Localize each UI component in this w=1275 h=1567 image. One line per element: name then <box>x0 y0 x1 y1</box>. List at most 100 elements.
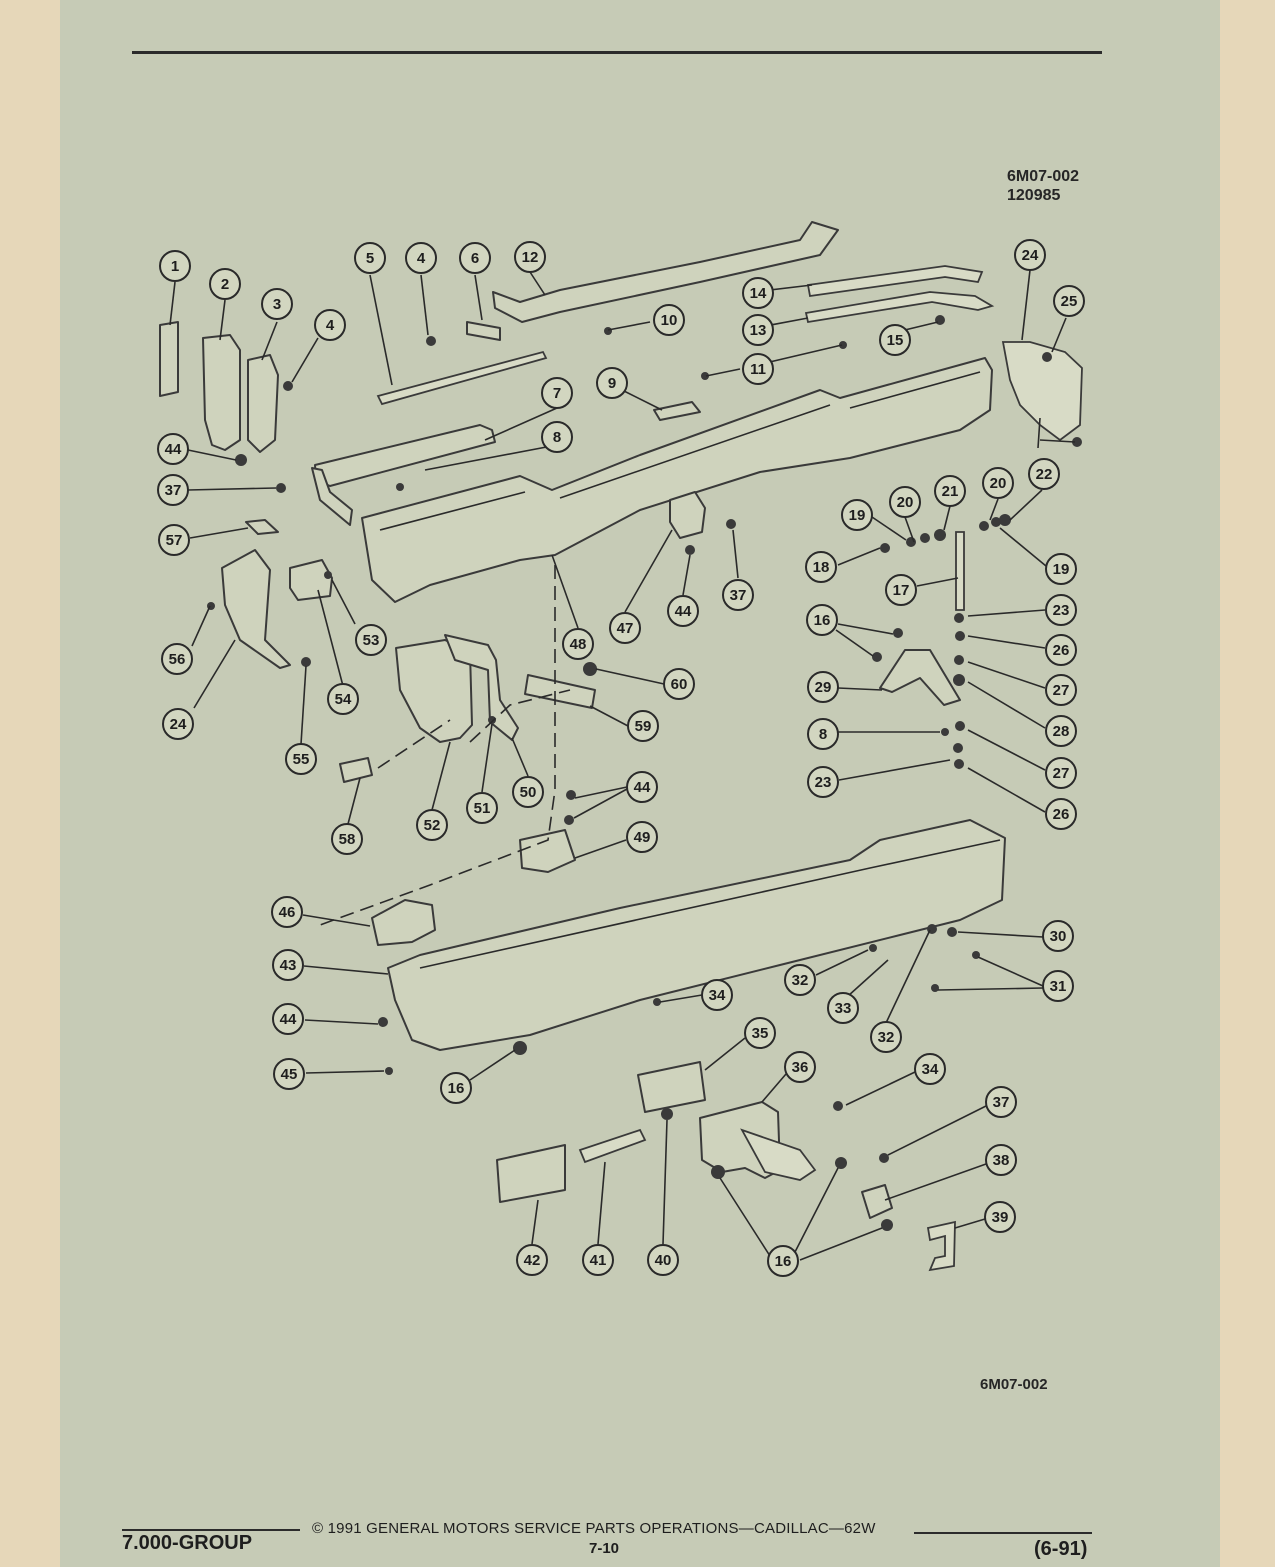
callout-23: 23 <box>1045 594 1077 626</box>
callout-57: 57 <box>158 524 190 556</box>
callout-34: 34 <box>701 979 733 1011</box>
svg-text:23: 23 <box>815 774 832 791</box>
callout-4: 4 <box>405 242 437 274</box>
hardware-fasteners <box>207 315 1082 1231</box>
callout-28: 28 <box>1045 715 1077 747</box>
svg-text:26: 26 <box>1053 642 1070 659</box>
callout-44: 44 <box>272 1003 304 1035</box>
svg-text:52: 52 <box>424 817 441 834</box>
figure-code-bottom: 6M07-002 <box>980 1376 1048 1393</box>
part-35-plate <box>637 1061 706 1113</box>
svg-text:8: 8 <box>553 429 561 446</box>
callout-24: 24 <box>162 708 194 740</box>
callout-60: 60 <box>663 668 695 700</box>
svg-text:6: 6 <box>471 250 479 267</box>
part-48-bumper <box>361 357 993 603</box>
callout-2: 2 <box>209 268 241 300</box>
svg-text:55: 55 <box>293 751 310 768</box>
svg-text:39: 39 <box>992 1209 1009 1226</box>
callout-44: 44 <box>626 771 658 803</box>
svg-text:37: 37 <box>993 1094 1010 1111</box>
callout-59: 59 <box>627 710 659 742</box>
bumper-end-cap <box>311 467 353 526</box>
svg-text:56: 56 <box>169 651 186 668</box>
footer-date: (6-91) <box>1034 1538 1088 1560</box>
callout-44: 44 <box>667 595 699 627</box>
callout-39: 39 <box>984 1201 1016 1233</box>
part-3-bracket <box>247 354 279 453</box>
svg-text:3: 3 <box>273 296 281 313</box>
alignment-dashed-line-2 <box>377 719 451 769</box>
svg-text:24: 24 <box>170 716 187 733</box>
svg-text:38: 38 <box>993 1152 1010 1169</box>
svg-text:12: 12 <box>522 249 539 266</box>
svg-text:19: 19 <box>1053 561 1070 578</box>
callout-21: 21 <box>934 475 966 507</box>
svg-text:37: 37 <box>730 587 747 604</box>
header-rule <box>132 51 1102 54</box>
svg-text:36: 36 <box>792 1059 809 1076</box>
svg-text:14: 14 <box>750 285 767 302</box>
part-38-bracket <box>861 1184 893 1219</box>
callout-32: 32 <box>784 964 816 996</box>
callout-46: 46 <box>271 896 303 928</box>
callout-42: 42 <box>516 1244 548 1276</box>
svg-text:48: 48 <box>570 636 587 653</box>
svg-text:42: 42 <box>524 1252 541 1269</box>
svg-text:35: 35 <box>752 1025 769 1042</box>
svg-text:19: 19 <box>849 507 866 524</box>
svg-text:8: 8 <box>819 726 827 743</box>
svg-text:23: 23 <box>1053 602 1070 619</box>
svg-text:47: 47 <box>617 620 634 637</box>
svg-text:37: 37 <box>165 482 182 499</box>
svg-text:31: 31 <box>1050 978 1067 995</box>
callout-48: 48 <box>562 628 594 660</box>
callout-36: 36 <box>784 1051 816 1083</box>
callout-53: 53 <box>355 624 387 656</box>
part-12-upper-bracket <box>492 221 839 323</box>
callout-51: 51 <box>466 792 498 824</box>
svg-text:4: 4 <box>417 250 426 267</box>
footer-copyright: © 1991 GENERAL MOTORS SERVICE PARTS OPER… <box>312 1520 876 1537</box>
callout-50: 50 <box>512 776 544 808</box>
part-13-strip <box>804 291 995 324</box>
svg-text:10: 10 <box>661 312 678 329</box>
callout-5: 5 <box>354 242 386 274</box>
callout-14: 14 <box>742 277 774 309</box>
footer-page-number: 7-10 <box>589 1540 620 1557</box>
part-5-strip <box>376 350 548 406</box>
svg-text:25: 25 <box>1061 293 1078 310</box>
callout-47: 47 <box>609 612 641 644</box>
figure-date-code: 120985 <box>1007 187 1061 204</box>
callout-26: 26 <box>1045 634 1077 666</box>
part-59-bar <box>524 674 596 709</box>
callout-32: 32 <box>870 1021 902 1053</box>
callout-40: 40 <box>647 1244 679 1276</box>
svg-text:32: 32 <box>878 1029 895 1046</box>
part-36-piston <box>740 1128 817 1181</box>
part-17-rod <box>955 531 965 611</box>
svg-text:40: 40 <box>655 1252 672 1269</box>
svg-text:4: 4 <box>326 317 335 334</box>
svg-text:27: 27 <box>1053 765 1070 782</box>
svg-text:9: 9 <box>608 375 616 392</box>
callout-16: 16 <box>767 1245 799 1277</box>
footer-rule-right <box>914 1532 1092 1534</box>
part-7-molding <box>314 424 496 487</box>
callout-31: 31 <box>1042 970 1074 1002</box>
svg-text:11: 11 <box>750 361 766 378</box>
callout-54: 54 <box>327 683 359 715</box>
svg-text:20: 20 <box>990 475 1007 492</box>
svg-text:29: 29 <box>815 679 832 696</box>
callout-3: 3 <box>261 288 293 320</box>
svg-text:16: 16 <box>448 1080 465 1097</box>
part-49-bracket <box>519 829 576 873</box>
callout-8: 8 <box>807 718 839 750</box>
figure-code-top: 6M07-002 120985 <box>1007 167 1079 205</box>
part-54-bracket <box>289 559 333 601</box>
svg-text:58: 58 <box>339 831 356 848</box>
callout-24: 24 <box>1014 239 1046 271</box>
svg-text:50: 50 <box>520 784 537 801</box>
callout-37: 37 <box>722 579 754 611</box>
